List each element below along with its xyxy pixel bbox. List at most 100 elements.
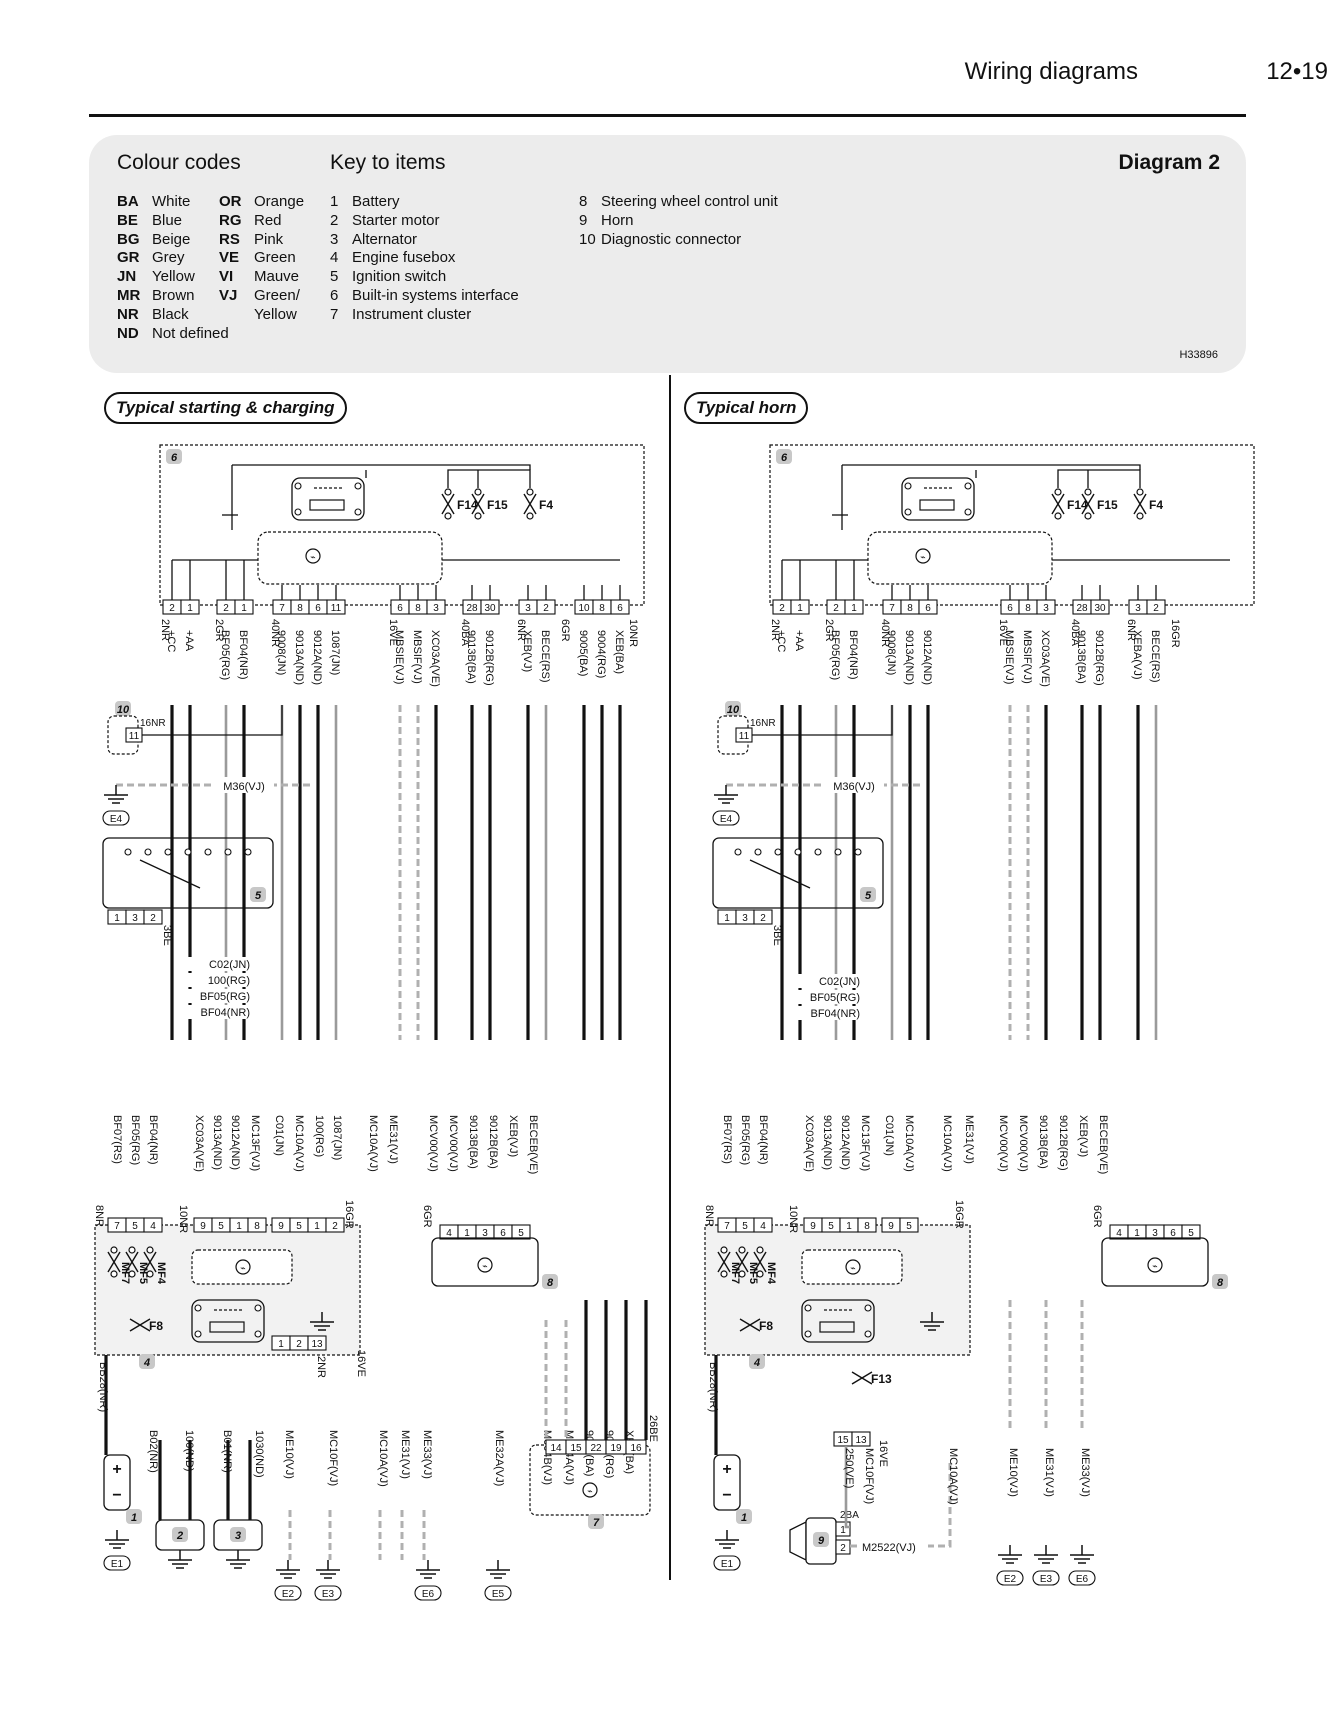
connector-id: 6NR xyxy=(515,619,527,641)
label-bg xyxy=(788,1006,862,1020)
fusebox-relay-terminal xyxy=(804,1304,812,1312)
panel-title-starting-charging: Typical starting & charging xyxy=(104,392,347,424)
key-item-name: Built-in systems interface xyxy=(352,286,519,304)
key-item-number: 4 xyxy=(330,249,339,267)
bsi-relay-terminal xyxy=(294,482,302,490)
connector-pin xyxy=(625,1439,647,1455)
sw-unit-icon-glyph: ⌁ xyxy=(482,1261,487,1271)
ignition-contact xyxy=(814,848,822,856)
lower-wire-label: ME31(VJ) xyxy=(1043,1448,1055,1497)
bsi-pin-label: 8 xyxy=(907,603,913,614)
label-bg xyxy=(788,990,862,1004)
connector-pin xyxy=(753,909,773,925)
colour-name: Mauve xyxy=(254,268,300,286)
bsi-pin-label: 2 xyxy=(833,603,839,614)
bsi-pin-label: 2 xyxy=(169,603,175,614)
connector-id: 10NR xyxy=(627,619,639,647)
wire-label: 9013A(ND) xyxy=(903,630,915,685)
connector-pin-label: 1 xyxy=(840,1525,846,1536)
wire-label: XC03A(VE) xyxy=(1039,630,1051,687)
ground-e6-tag xyxy=(414,1585,442,1601)
lower-wire-label: 1030(ND) xyxy=(253,1430,265,1478)
colour-name: Orange xyxy=(254,193,305,210)
fusebox-wire-label: XC03A(VE) xyxy=(803,1115,815,1172)
sw-unit-badge-bg xyxy=(1212,1274,1228,1289)
fusebox-badge-bg xyxy=(139,1354,155,1369)
bsi-logic-icon xyxy=(305,548,321,564)
fusebox-wire-label: 9012A(ND) xyxy=(839,1115,851,1170)
connector-pin-label: 5 xyxy=(518,1228,524,1239)
battery-badge-bg xyxy=(126,1509,142,1524)
connector-pin-label: 16 xyxy=(630,1443,642,1454)
fusebox-wire-label: MC13F(VJ) xyxy=(859,1115,871,1171)
fusebox-fuse-mf5-end xyxy=(738,1270,746,1278)
connector-pin-label: 4 xyxy=(446,1228,452,1239)
ground-e3-tag xyxy=(314,1585,342,1601)
wire-label: 9012A(ND) xyxy=(921,630,933,685)
bsi-logic-icon-glyph: ⌁ xyxy=(920,552,925,562)
connector-id: 16VE xyxy=(387,619,399,646)
wire-label: MBSIE(VJ) xyxy=(393,630,405,684)
fusebox-relay-coil xyxy=(209,1321,245,1333)
fusebox-relay-terminal xyxy=(804,1330,812,1338)
bsi-fuse-f15-end xyxy=(1084,512,1092,520)
colour-name: White xyxy=(152,193,191,210)
fusebox-wire-label: MC10A(VJ) xyxy=(941,1115,953,1172)
fusebox-wire-label: 9012B(RG) xyxy=(1057,1115,1069,1171)
ignition-contact xyxy=(854,848,862,856)
ignition-badge: 5 xyxy=(865,890,872,902)
fusebox-wire-label: ME31(VJ) xyxy=(387,1115,399,1164)
label-bg xyxy=(178,973,252,987)
ground-e3-label: E3 xyxy=(1040,1574,1053,1585)
battery-minus: − xyxy=(112,1487,121,1504)
ground-e1-label: E1 xyxy=(111,1559,124,1570)
wire-label: 9013B(BA) xyxy=(465,630,477,684)
connector-id: 6GR xyxy=(1091,1205,1103,1228)
diagram-label: Diagram 2 xyxy=(1118,151,1220,174)
fusebox-wire-label: XEB(VJ) xyxy=(1077,1115,1089,1157)
bsi-fuse-f14-label: F14 xyxy=(457,498,478,512)
connector-id: 3BE xyxy=(771,925,783,946)
connector-pin-label: 1 xyxy=(846,1221,852,1232)
diag-pin-label: 11 xyxy=(739,731,750,742)
connector-pin-label: 19 xyxy=(610,1443,622,1454)
connector-pin xyxy=(325,1217,345,1233)
key-to-items-title: Key to items xyxy=(330,151,446,174)
fusebox-wire-label: BECEB(VE) xyxy=(1097,1115,1109,1174)
bsi-logic-box xyxy=(867,531,1053,585)
colour-code: VE xyxy=(219,249,240,267)
connector-id: 3BE xyxy=(161,925,173,946)
connector-pin-label: 1 xyxy=(278,1339,284,1350)
connector-id: 10NR xyxy=(177,1205,189,1233)
bsi-pin-label: 10 xyxy=(578,603,590,614)
fusebox-relay-terminal xyxy=(864,1304,872,1312)
fusebox-fuse-label: MF4 xyxy=(765,1262,777,1285)
colour-name: Red xyxy=(254,211,282,229)
battery-plus: + xyxy=(722,1461,731,1478)
connector-pin xyxy=(247,1217,267,1233)
wire-label: XEBA(VJ) xyxy=(1131,630,1143,680)
colour-name: Green xyxy=(254,249,296,267)
lower-wire-label: ME33(VJ) xyxy=(421,1430,433,1479)
battery-badge: 1 xyxy=(741,1512,747,1524)
connector-pin xyxy=(143,909,163,925)
wire-label: BF05(RG) xyxy=(219,630,231,680)
colour-code-row: Yellow xyxy=(219,306,304,325)
bsi-pin-label: 2 xyxy=(1153,603,1159,614)
fusebox-logic-icon-glyph: ⌁ xyxy=(850,1263,855,1273)
bsi-fuse-f14-end xyxy=(444,488,452,496)
ignition-switch xyxy=(102,837,274,909)
battery-plus: + xyxy=(112,1461,121,1478)
fusebox-wire-label: BF07(RS) xyxy=(111,1115,123,1164)
ignition-lever xyxy=(749,859,811,889)
wire-label: BB28(NR) xyxy=(97,1362,109,1412)
ignition-contact xyxy=(734,848,742,856)
